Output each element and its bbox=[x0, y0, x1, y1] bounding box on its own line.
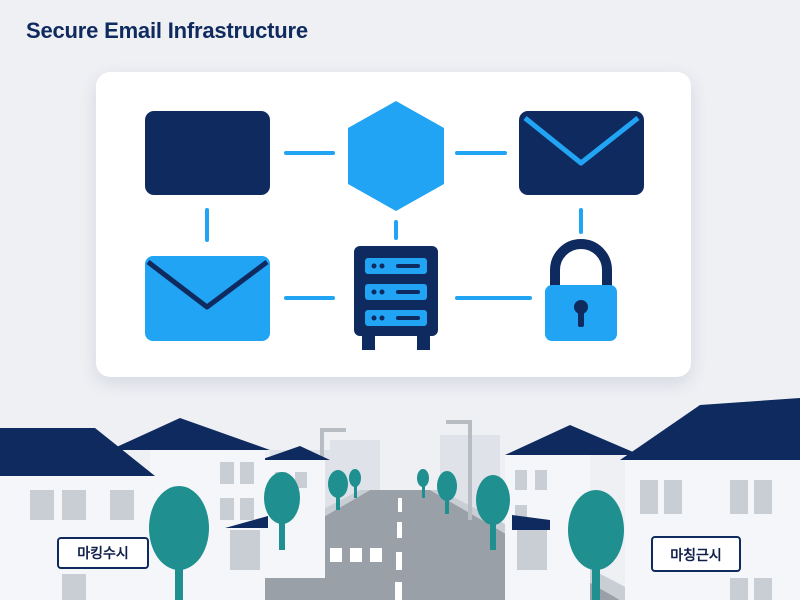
server-rack-icon bbox=[354, 246, 438, 350]
tree bbox=[417, 469, 429, 498]
sign-text-right: 마칭근시 bbox=[670, 548, 722, 564]
sign-text-left: 마킹수시 bbox=[77, 545, 129, 562]
tree bbox=[149, 486, 209, 600]
page-title: Secure Email Infrastructure bbox=[26, 18, 308, 43]
building-right-far bbox=[505, 425, 640, 600]
building-left-near bbox=[0, 428, 155, 600]
envelope-icon bbox=[145, 256, 270, 341]
tree bbox=[264, 472, 300, 550]
connectors bbox=[205, 151, 583, 300]
tree bbox=[476, 475, 510, 550]
tree bbox=[568, 490, 624, 600]
street-sign-left: 마킹수시 bbox=[57, 537, 149, 569]
street-scene: 마킹수시 마칭근시 bbox=[0, 398, 800, 600]
building-right-near bbox=[620, 398, 800, 600]
hexagon-icon bbox=[348, 101, 444, 211]
street-lamp bbox=[446, 420, 472, 520]
tree bbox=[437, 471, 457, 514]
padlock-icon bbox=[545, 239, 617, 341]
tree bbox=[328, 470, 348, 510]
street-sign-right: 마칭근시 bbox=[651, 536, 741, 572]
tree bbox=[349, 469, 361, 498]
diagram bbox=[145, 101, 644, 350]
inbox-tray-icon bbox=[145, 111, 270, 195]
envelope-icon bbox=[519, 111, 644, 195]
